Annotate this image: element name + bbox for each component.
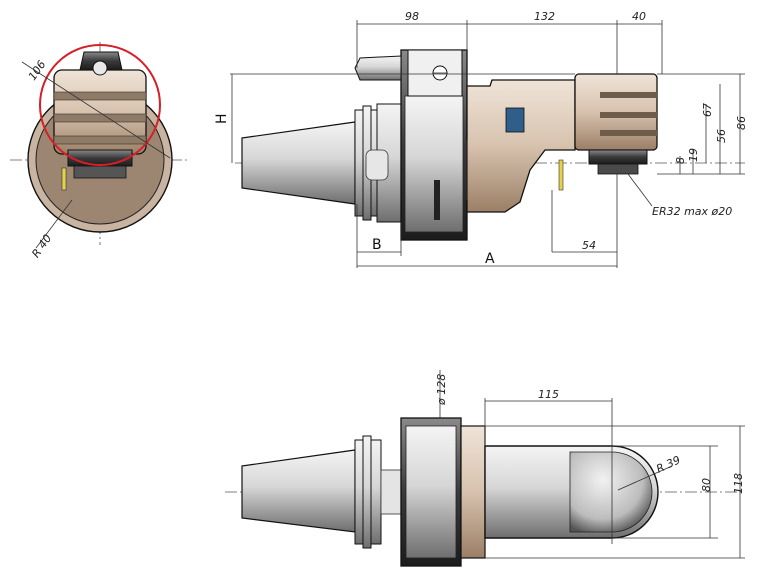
top-view-nose-cap	[569, 451, 653, 533]
dim-80: 80	[700, 478, 713, 492]
dim-r40-leader	[35, 199, 73, 249]
flange-keyway	[365, 149, 389, 181]
dim-67: 67	[701, 103, 714, 117]
er32-label: ER32 max ø20	[652, 205, 732, 218]
dim-106-leader	[21, 61, 171, 159]
end-view-groove-1	[53, 91, 147, 101]
end-view-nut	[67, 149, 133, 167]
dim-86: 86	[735, 116, 748, 130]
top-view-housing-band	[405, 425, 457, 559]
top-view-drive-key	[380, 469, 404, 515]
side-view: 98 132 40 H 86 56 67 19 8 ER32 max ø20 B…	[214, 10, 748, 268]
er32-leader	[627, 173, 653, 207]
top-view-ring-2	[362, 435, 372, 549]
end-view-collet	[73, 165, 127, 179]
spindle-head-groove-3	[600, 130, 657, 136]
top-view: 115 ø 128 R 39 80 118	[225, 370, 745, 567]
top-drive-key	[354, 55, 402, 81]
dim-115: 115	[538, 388, 559, 401]
spindle-head-groove-1	[600, 92, 657, 98]
dim-r40-label: R 40	[29, 232, 54, 260]
dim-132: 132	[534, 10, 555, 23]
end-view-groove-3	[53, 135, 147, 145]
end-view: 106 R 40	[10, 42, 188, 260]
dim-r39-leader	[617, 465, 673, 491]
label-b: B	[372, 237, 382, 253]
end-view-highlight-circle	[39, 44, 161, 166]
dim-r39: R 39	[654, 453, 682, 475]
dim-98: 98	[405, 10, 419, 23]
collet-tip	[597, 163, 639, 175]
collet-nut	[588, 149, 648, 165]
main-housing-slot	[434, 180, 440, 220]
dim-54: 54	[582, 239, 596, 252]
taper-shank	[241, 121, 356, 205]
top-view-ring-3	[370, 439, 382, 545]
flange-ring-1	[354, 109, 364, 217]
end-view-coolant-pipe	[61, 167, 67, 191]
dim-118: 118	[732, 473, 745, 494]
dim-8: 8	[674, 157, 687, 164]
spindle-head-groove-2	[600, 112, 657, 118]
maker-badge	[505, 107, 525, 133]
top-view-body-collar	[460, 425, 486, 559]
label-a: A	[485, 251, 495, 267]
coolant-nozzle	[558, 159, 564, 191]
top-view-taper	[241, 449, 356, 533]
top-view-ring-1	[354, 439, 364, 545]
label-h: H	[214, 113, 230, 124]
dim-19: 19	[687, 148, 700, 162]
end-view-bolt	[92, 60, 108, 76]
end-view-groove-2	[53, 113, 147, 123]
dim-128: ø 128	[435, 374, 448, 406]
dim-40: 40	[632, 10, 646, 23]
angle-body	[466, 79, 576, 213]
dim-56: 56	[715, 129, 728, 143]
